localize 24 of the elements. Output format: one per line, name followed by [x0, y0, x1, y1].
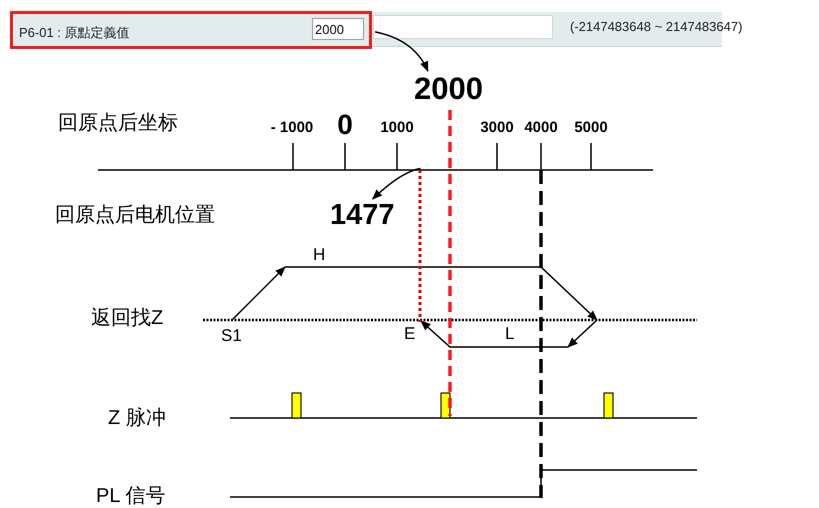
value-label: 1477	[330, 201, 395, 230]
point-label: E	[404, 325, 416, 342]
row-label: 回原点后电机位置	[55, 205, 215, 225]
segment-label: H	[313, 246, 326, 263]
tick-label: 3000	[480, 120, 514, 135]
input-field: 2000	[312, 18, 364, 40]
range-text: (-2147483648 ~ 2147483647)	[570, 20, 742, 33]
row-label: 回原点后坐标	[58, 113, 178, 133]
parameter-label: P6-01 : 原點定義值	[19, 24, 130, 42]
value-label: 2000	[414, 73, 483, 104]
row-label: Z 脉冲	[108, 408, 166, 428]
tick-label: 1000	[380, 120, 414, 135]
arrow	[372, 168, 421, 200]
tick-label: - 1000	[270, 120, 314, 135]
arrow	[374, 31, 428, 72]
coordinate-axis	[98, 143, 653, 171]
tick-label: 4000	[524, 120, 558, 135]
row-label: PL 信号	[96, 486, 166, 506]
row-label: 返回找Z	[91, 308, 164, 328]
point-label: S1	[221, 327, 242, 344]
tick-label: 5000	[574, 120, 608, 135]
highlight-frame	[10, 11, 372, 49]
segment-label: L	[505, 325, 514, 342]
tick-label: 0	[337, 111, 353, 139]
